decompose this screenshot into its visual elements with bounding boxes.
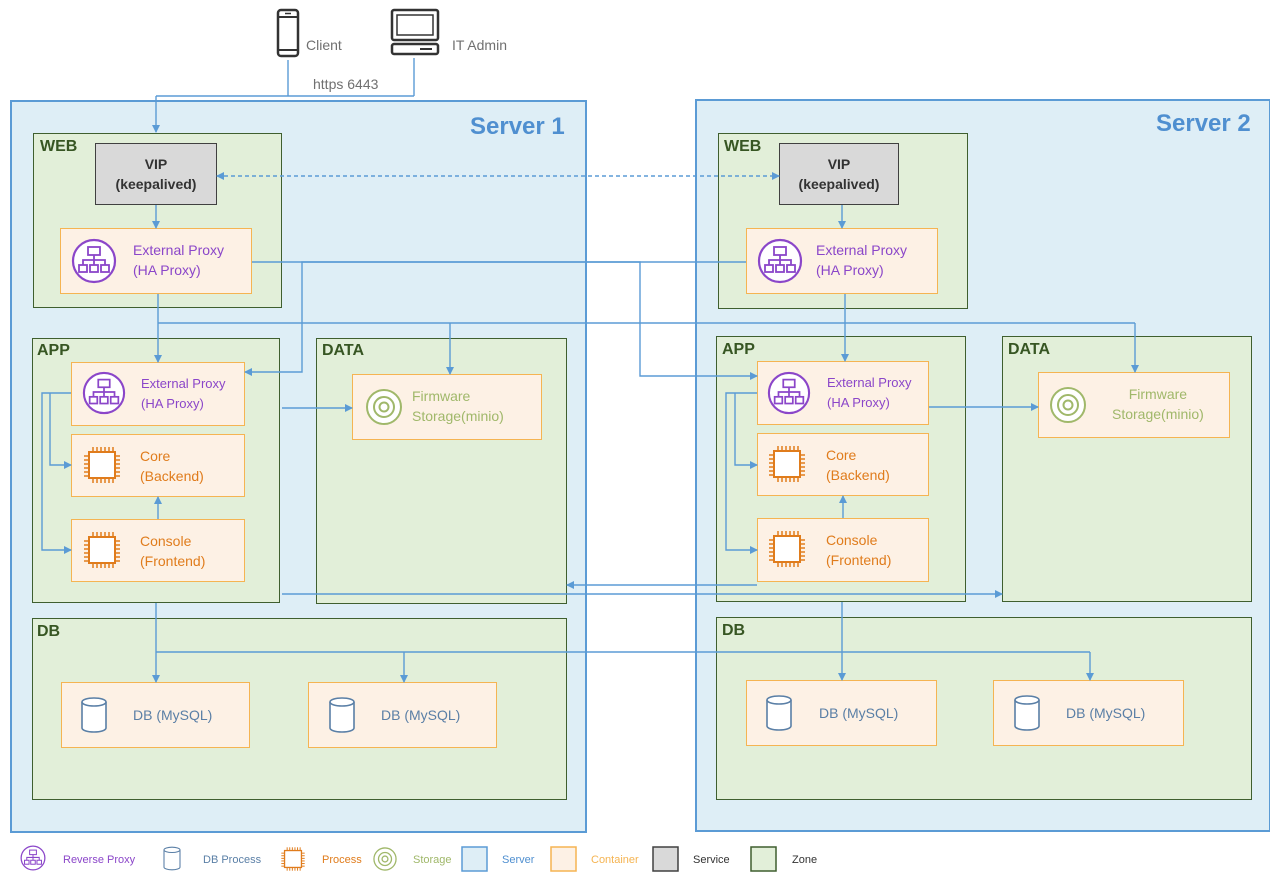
reverse-proxy-icon bbox=[757, 238, 803, 284]
server-2-web-proxy-label: External Proxy (HA Proxy) bbox=[816, 242, 908, 278]
server-1-core-label: Core (Backend) bbox=[140, 448, 204, 484]
database-icon bbox=[329, 697, 355, 733]
server-1-web-proxy-label: External Proxy (HA Proxy) bbox=[133, 242, 225, 278]
desktop-icon bbox=[390, 8, 440, 56]
legend-db-icon bbox=[163, 846, 181, 871]
legend-container: Container bbox=[591, 854, 639, 866]
reverse-proxy-icon bbox=[82, 371, 126, 415]
storage-icon bbox=[366, 389, 402, 425]
legend-zone: Zone bbox=[792, 854, 818, 866]
server-2-app-proxy-label: External Proxy (HA Proxy) bbox=[827, 375, 912, 410]
server-2-title: Server 2 bbox=[1156, 110, 1251, 137]
process-chip-icon bbox=[768, 445, 806, 483]
legend-server: Server bbox=[502, 854, 535, 866]
legend-reverse-proxy-icon bbox=[20, 845, 46, 871]
server-1-console-label: Console (Frontend) bbox=[140, 533, 206, 569]
legend-process-icon bbox=[280, 846, 306, 872]
legend-zone-swatch bbox=[750, 846, 777, 872]
server-1-db-1-label: DB (MySQL) bbox=[133, 707, 213, 723]
legend-db-process: DB Process bbox=[203, 854, 262, 866]
phone-icon bbox=[276, 8, 300, 58]
process-chip-icon bbox=[768, 530, 806, 568]
reverse-proxy-icon bbox=[767, 371, 811, 415]
process-chip-icon bbox=[83, 531, 121, 569]
storage-icon bbox=[1050, 387, 1086, 423]
client-label: Client bbox=[306, 37, 342, 53]
zone-label-app: APP bbox=[37, 342, 70, 359]
legend-container-swatch bbox=[550, 846, 577, 872]
zone-label-web: WEB bbox=[724, 138, 762, 155]
admin-device bbox=[390, 8, 440, 56]
server-2-db-1-label: DB (MySQL) bbox=[819, 705, 899, 721]
legend-service: Service bbox=[693, 854, 730, 866]
server-2-core-label: Core (Backend) bbox=[826, 447, 890, 483]
reverse-proxy-icon bbox=[71, 238, 117, 284]
legend-service-swatch bbox=[652, 846, 679, 872]
zone-label-db: DB bbox=[722, 622, 746, 639]
server-2-db-2-label: DB (MySQL) bbox=[1066, 705, 1146, 721]
admin-label: IT Admin bbox=[452, 37, 507, 53]
zone-label-data: DATA bbox=[322, 342, 365, 359]
server-1-title: Server 1 bbox=[470, 113, 565, 140]
legend-storage-icon bbox=[373, 847, 397, 871]
zone-label-data: DATA bbox=[1008, 341, 1051, 358]
legend-storage: Storage bbox=[413, 854, 452, 866]
database-icon bbox=[1014, 695, 1040, 731]
zone-label-app: APP bbox=[722, 341, 755, 358]
database-icon bbox=[81, 697, 107, 733]
server-1-storage-label: Firmware Storage(minio) bbox=[412, 388, 504, 424]
server-2-console-label: Console (Frontend) bbox=[826, 532, 892, 568]
server-1-db-2-label: DB (MySQL) bbox=[381, 707, 461, 723]
database-icon bbox=[766, 695, 792, 731]
legend-server-swatch bbox=[461, 846, 488, 872]
server-1-app-proxy-label: External Proxy (HA Proxy) bbox=[141, 376, 226, 411]
server-2-storage-label: Firmware Storage(minio) bbox=[1112, 386, 1204, 422]
connection-label: https 6443 bbox=[313, 76, 379, 92]
client-device bbox=[276, 8, 300, 58]
zone-label-web: WEB bbox=[40, 138, 78, 155]
process-chip-icon bbox=[83, 446, 121, 484]
zone-label-db: DB bbox=[37, 623, 61, 640]
legend-process: Process bbox=[322, 854, 362, 866]
legend-reverse-proxy: Reverse Proxy bbox=[63, 854, 136, 866]
